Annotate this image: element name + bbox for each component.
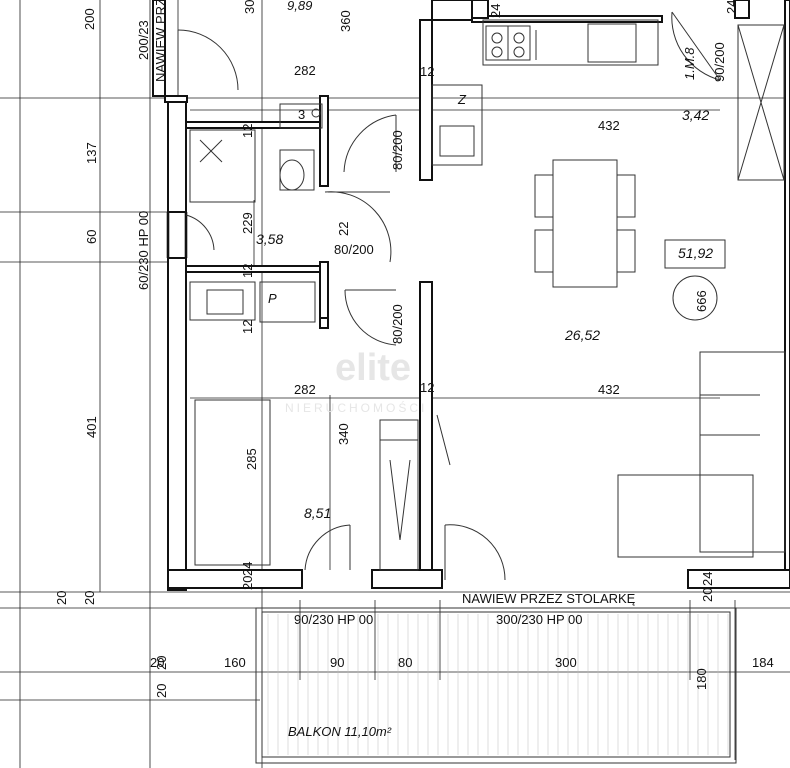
door-80-200-c: 80/200 xyxy=(390,304,405,344)
room-code: 1.M.8 xyxy=(682,47,697,80)
fridge-label: Z xyxy=(457,92,467,107)
dim-24-b: 24 xyxy=(700,572,715,586)
bottom-dimensions: 20 160 90 80 300 184 xyxy=(150,655,774,670)
total-area: 51,92 xyxy=(678,245,713,261)
nawiew-balcony: NAWIEW PRZEZ STOLARKĘ xyxy=(462,591,636,606)
door-80-200-b: 80/200 xyxy=(334,242,374,257)
opening-labels: 80/200 80/200 80/200 60/230 HP 00 90/230… xyxy=(136,130,636,627)
dim-666: 666 xyxy=(694,290,709,312)
hall-area: 3,42 xyxy=(682,107,709,123)
window-90-200: 90/200 xyxy=(712,42,727,82)
bottom-dim-184: 184 xyxy=(752,655,774,670)
dim-12-top: 12 xyxy=(420,64,434,79)
washer-label: P xyxy=(268,291,277,306)
bath-area: 3,58 xyxy=(256,231,283,247)
bottom-dim-160: 160 xyxy=(224,655,246,670)
dim-30: 30 xyxy=(242,0,257,14)
balcony xyxy=(255,607,737,764)
dim-180: 180 xyxy=(694,668,709,690)
room-labels: 1.M.8 90/200 51,92 26,52 3,58 8,51 3,42 xyxy=(256,42,727,521)
dim-229: 229 xyxy=(240,212,255,234)
dim-60: 60 xyxy=(84,230,99,244)
dim-137: 137 xyxy=(84,142,99,164)
dim-20-left-4: 20 xyxy=(154,684,169,698)
bottom-dim-300: 300 xyxy=(555,655,577,670)
window-60-230: 60/230 HP 00 xyxy=(136,211,151,290)
window-200-23: 200/23 xyxy=(136,20,151,60)
dim-340: 340 xyxy=(336,423,351,445)
watermark-brand: elite xyxy=(335,347,411,389)
area-top: 9,89 xyxy=(287,0,312,13)
bottom-dim-90: 90 xyxy=(330,655,344,670)
door-80-200-a: 80/200 xyxy=(390,130,405,170)
balcony-label: BALKON 11,10m² xyxy=(288,724,392,739)
dim-20-left-3: 20 xyxy=(154,656,169,670)
bottom-dim-80: 80 xyxy=(398,655,412,670)
counter-label: 3 xyxy=(298,107,305,122)
top-labels: 200 200/23 NAWIEW PRZ 30 9,89 360 24 24 … xyxy=(82,0,739,82)
dim-20-a: 20 xyxy=(240,576,255,590)
furniture xyxy=(189,19,786,571)
living-area: 26,52 xyxy=(564,327,600,343)
dim-282-mid: 282 xyxy=(294,382,316,397)
window-300-230: 300/230 HP 00 xyxy=(496,612,583,627)
dim-432-top: 432 xyxy=(598,118,620,133)
dim-24-a: 24 xyxy=(240,562,255,576)
bedroom-area: 8,51 xyxy=(304,505,331,521)
doors xyxy=(177,11,721,581)
dim-282-top: 282 xyxy=(294,63,316,78)
dim-12-b: 12 xyxy=(240,264,255,278)
bottom-dim-20: 20 xyxy=(150,655,164,670)
dim-12-d: 12 xyxy=(420,380,434,395)
balcony-railing xyxy=(267,614,729,755)
dim-12-c: 12 xyxy=(240,320,255,334)
fixture-labels: Z P 3 xyxy=(268,92,467,306)
dim-20-left-2: 20 xyxy=(82,591,97,605)
dim-200-left: 200 xyxy=(82,8,97,30)
dim-24-right: 24 xyxy=(724,0,739,14)
dim-432-mid: 432 xyxy=(598,382,620,397)
walls xyxy=(152,0,790,591)
dim-22: 22 xyxy=(336,222,351,236)
nawiew-top: NAWIEW PRZ xyxy=(153,0,168,82)
dim-401: 401 xyxy=(84,416,99,438)
dim-20-left-1: 20 xyxy=(54,591,69,605)
dim-12-a: 12 xyxy=(240,124,255,138)
dim-24-top: 24 xyxy=(488,4,503,18)
watermark-sub: NIERUCHOMOŚCI xyxy=(285,400,427,415)
dim-285: 285 xyxy=(244,448,259,470)
dimension-labels: 282 432 432 282 137 60 401 229 22 12 12 … xyxy=(54,63,715,698)
window-90-230: 90/230 HP 00 xyxy=(294,612,373,627)
watermark: elite NIERUCHOMOŚCI xyxy=(285,347,427,415)
dim-360: 360 xyxy=(338,10,353,32)
dim-20-b: 20 xyxy=(700,588,715,602)
